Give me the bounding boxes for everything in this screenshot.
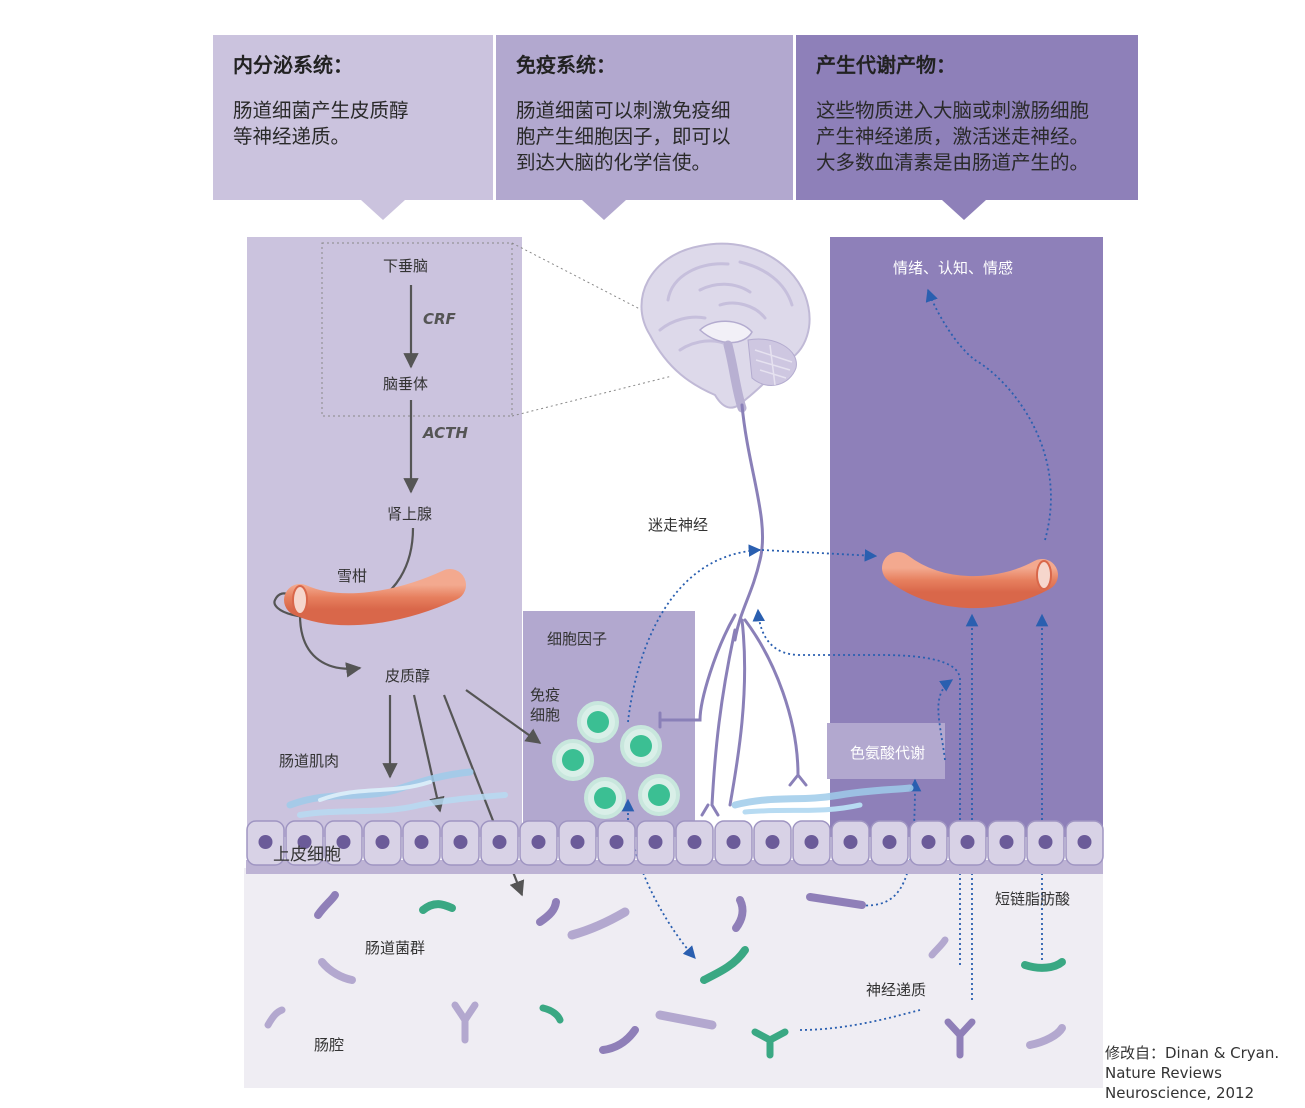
zoom-line	[511, 242, 666, 323]
header-endocrine-title: 内分泌系统：	[233, 53, 353, 77]
header-metabolites-line: 产生神经递质，激活迷走神经。	[816, 125, 1090, 148]
cell-nucleus	[336, 835, 351, 849]
header-metabolites-text: 这些物质进入大脑或刺激肠细胞 产生神经递质，激活迷走神经。 大多数血清素是由肠道…	[816, 98, 1118, 176]
header-immune-line: 胞产生细胞因子，即可以	[516, 125, 731, 148]
cell-nucleus	[375, 835, 390, 849]
header-immune-text: 肠道细菌可以刺激免疫细 胞产生细胞因子，即可以 到达大脑的化学信使。	[516, 98, 773, 176]
header-immune-pointer	[582, 200, 626, 220]
cell-nucleus	[297, 835, 312, 849]
header-metabolites-line: 这些物质进入大脑或刺激肠细胞	[816, 99, 1090, 122]
header-endocrine: 内分泌系统： 肠道细菌产生皮质醇 等神经递质。	[213, 35, 493, 200]
cell-nucleus	[1038, 835, 1053, 849]
cell-nucleus	[258, 835, 273, 849]
header-immune-title: 免疫系统：	[516, 53, 616, 77]
cell-nucleus	[570, 835, 585, 849]
header-immune-line: 到达大脑的化学信使。	[516, 151, 712, 174]
cell-nucleus	[882, 835, 897, 849]
blood-vessel-right	[882, 552, 1058, 609]
cell-nucleus	[921, 835, 936, 849]
cell-nucleus	[492, 835, 507, 849]
immune-cells-label: 细胞	[530, 706, 561, 724]
header-metabolites-line: 大多数血清素是由肠道产生的。	[816, 151, 1090, 174]
neurotransmitters-label: 神经递质	[866, 981, 927, 999]
header-endocrine-line: 等神经递质。	[233, 125, 351, 148]
cell-nucleus	[999, 835, 1014, 849]
gut-bacteria	[264, 891, 1066, 1059]
cell-nucleus	[960, 835, 975, 849]
cell-nucleus	[843, 835, 858, 849]
cell-nucleus	[1077, 835, 1092, 849]
cell-nucleus	[414, 835, 429, 849]
epithelium-cells	[246, 820, 1104, 866]
lumen-area	[244, 868, 1103, 1088]
gut-muscle-fibers	[286, 768, 914, 818]
scfa-label: 短链脂肪酸	[995, 890, 1071, 908]
cell-nucleus	[765, 835, 780, 849]
cortisol-source-label: 雪柑	[337, 567, 368, 585]
hpa-zoom-box	[321, 242, 513, 417]
header-immune-line: 肠道细菌可以刺激免疫细	[516, 99, 731, 122]
cortisol-label: 皮质醇	[385, 667, 431, 685]
cell-nucleus	[531, 835, 546, 849]
cell-nucleus	[648, 835, 663, 849]
header-metabolites-pointer	[942, 200, 986, 220]
pituitary-label: 脑垂体	[383, 375, 429, 393]
microbiota-label: 肠道菌群	[365, 939, 426, 957]
header-metabolites-title: 产生代谢产物：	[816, 53, 956, 77]
zoom-line	[511, 375, 673, 417]
acth-label: ACTH	[423, 424, 468, 442]
immune-cells-label: 免疫	[530, 686, 561, 704]
cell-nucleus	[804, 835, 819, 849]
tryptophan-label: 色氨酸代谢	[850, 744, 926, 762]
mood-label: 情绪、认知、情感	[893, 259, 1014, 277]
cytokines-label: 细胞因子	[547, 630, 608, 648]
signal-arrows	[621, 288, 1052, 1031]
hypothalamus-label: 下垂脑	[383, 257, 429, 275]
citation: 修改自：Dinan & Cryan. Nature Reviews Neuros…	[1105, 1043, 1279, 1103]
cell-nucleus	[726, 835, 741, 849]
citation-line: 修改自：Dinan & Cryan.	[1105, 1044, 1280, 1062]
endocrine-panel	[247, 237, 522, 837]
immune-cells	[552, 701, 680, 819]
blood-vessel-left	[284, 569, 466, 626]
cell-nucleus	[453, 835, 468, 849]
cell-nucleus	[609, 835, 624, 849]
citation-line: Neuroscience, 2012	[1105, 1084, 1255, 1102]
cell-nucleus	[687, 835, 702, 849]
vagus-nerve-label: 迷走神经	[648, 516, 709, 534]
lumen-label: 肠腔	[314, 1036, 345, 1054]
crf-label: CRF	[423, 310, 456, 328]
brain	[640, 242, 811, 413]
header-metabolites: 产生代谢产物： 这些物质进入大脑或刺激肠细胞 产生神经递质，激活迷走神经。 大多…	[796, 35, 1138, 200]
tryptophan-box	[827, 723, 945, 779]
header-endocrine-pointer	[361, 200, 405, 220]
gut-muscle-label: 肠道肌肉	[279, 752, 340, 770]
header-endocrine-text: 肠道细菌产生皮质醇 等神经递质。	[233, 98, 473, 150]
citation-line: Nature Reviews	[1105, 1064, 1222, 1082]
epithelium-label: 上皮细胞	[273, 845, 341, 865]
adrenal-label: 肾上腺	[387, 505, 433, 523]
header-endocrine-line: 肠道细菌产生皮质醇	[233, 99, 409, 122]
header-immune: 免疫系统： 肠道细菌可以刺激免疫细 胞产生细胞因子，即可以 到达大脑的化学信使。	[496, 35, 793, 200]
